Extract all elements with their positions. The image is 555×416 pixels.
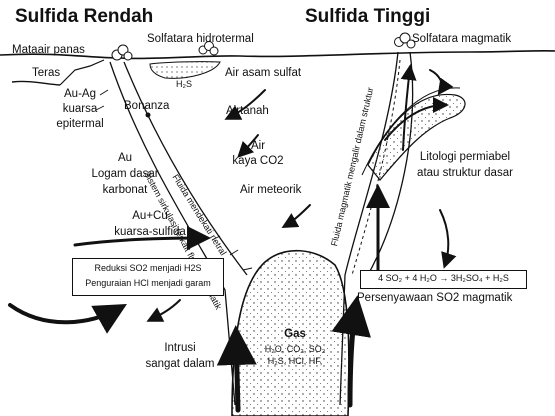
label-bonanza: Bonanza: [124, 100, 170, 112]
label-intrusion-line2: sangat dalam: [145, 358, 215, 370]
magmatic-arrow-top: [400, 64, 417, 151]
label-gas: Gas: [284, 328, 306, 340]
cloud-icon: [111, 32, 416, 61]
label-acid-sulfate-water: Air asam sulfat: [225, 67, 302, 79]
label-meteoric-water: Air meteorik: [240, 184, 302, 196]
title-low-sulfidation: Sulfida Rendah: [15, 6, 154, 27]
so2-reduction-box: Reduksi SO2 menjadi H2S Penguraian HCl m…: [72, 258, 224, 296]
alteration-ticks: [95, 89, 253, 271]
equation-box: 4 SO₂ + 4 H₂O → 3H₂SO₄ + H₂S: [360, 270, 527, 289]
surface-arrow-right: [429, 69, 454, 96]
terrace-line: [11, 80, 61, 86]
title-high-sulfidation: Sulfida Tinggi: [305, 6, 431, 27]
terrace-step: [59, 59, 105, 86]
circulation-arrow-left: [8, 303, 127, 334]
label-so2-compounds: Persenyawaan SO2 magmatik: [357, 292, 513, 304]
box-left-line1: Reduksi SO2 menjadi H2S: [94, 263, 202, 273]
label-solfatara-hydrothermal: Solfatara hidrotermal: [147, 33, 254, 45]
magmatic-arrow-right: [439, 209, 457, 269]
intrusion-body: [231, 249, 350, 416]
meteoric-arrow-2: [281, 204, 311, 228]
meteoric-arrow-3: [237, 134, 259, 158]
fluid-arrow-left-up: [216, 325, 257, 413]
label-intrusion-line1: Intrusi: [164, 342, 196, 354]
label-gas-line2: H₂S, HCl, HF,: [267, 356, 323, 366]
label-solfatara-magmatic: Solfatara magmatik: [412, 33, 512, 45]
label-lithology-line2: atau struktur dasar: [417, 167, 513, 179]
box-left-line2: Penguraian HCl menjadi garam: [85, 278, 211, 288]
low-sulfidation-conduit-right: [123, 61, 248, 276]
equation-text: 4 SO₂ + 4 H₂O → 3H₂SO₄ + H₂S: [378, 273, 509, 283]
acid-sulfate-zone: [149, 61, 221, 79]
label-au-ag-line3: epitermal: [56, 118, 104, 130]
label-au-ag-line1: Au-Ag: [64, 88, 96, 100]
ground-surface-line: [0, 49, 555, 60]
label-terrace: Teras: [32, 67, 61, 79]
label-au-base-line3: karbonat: [102, 184, 148, 196]
fluid-arrow-right-up: [331, 295, 372, 408]
label-au-base-line1: Au: [117, 152, 133, 164]
label-hot-spring: Mataair panas: [12, 44, 85, 56]
label-groundwater: Airtanah: [226, 105, 269, 117]
meteoric-arrow-1: [224, 89, 266, 120]
label-lithology-line1: Litologi permiabel: [419, 151, 511, 163]
label-au-cu-line2: kuarsa-sulfida: [114, 226, 186, 238]
bonanza-marker: [145, 112, 151, 118]
label-h2s: H₂S: [176, 79, 192, 89]
label-au-base-line2: Logam dasar: [91, 168, 159, 180]
label-au-ag-line2: kuarsa: [62, 103, 98, 115]
circulation-arrow-return: [146, 299, 181, 322]
magmatic-conduit-left: [339, 51, 399, 406]
lithology-arrow: [384, 97, 449, 141]
groundwater-arrow: [73, 226, 211, 251]
label-co2-water-line1: Air: [250, 140, 266, 152]
label-co2-water-line2: kaya CO2: [232, 155, 284, 167]
permeable-lithology-lens: [367, 93, 466, 181]
label-gas-line1: H₂O, CO₂, SO₂: [264, 344, 326, 354]
magmatic-vent-dashed: [351, 59, 401, 276]
label-au-cu-line1: Au+Cu: [132, 210, 168, 222]
